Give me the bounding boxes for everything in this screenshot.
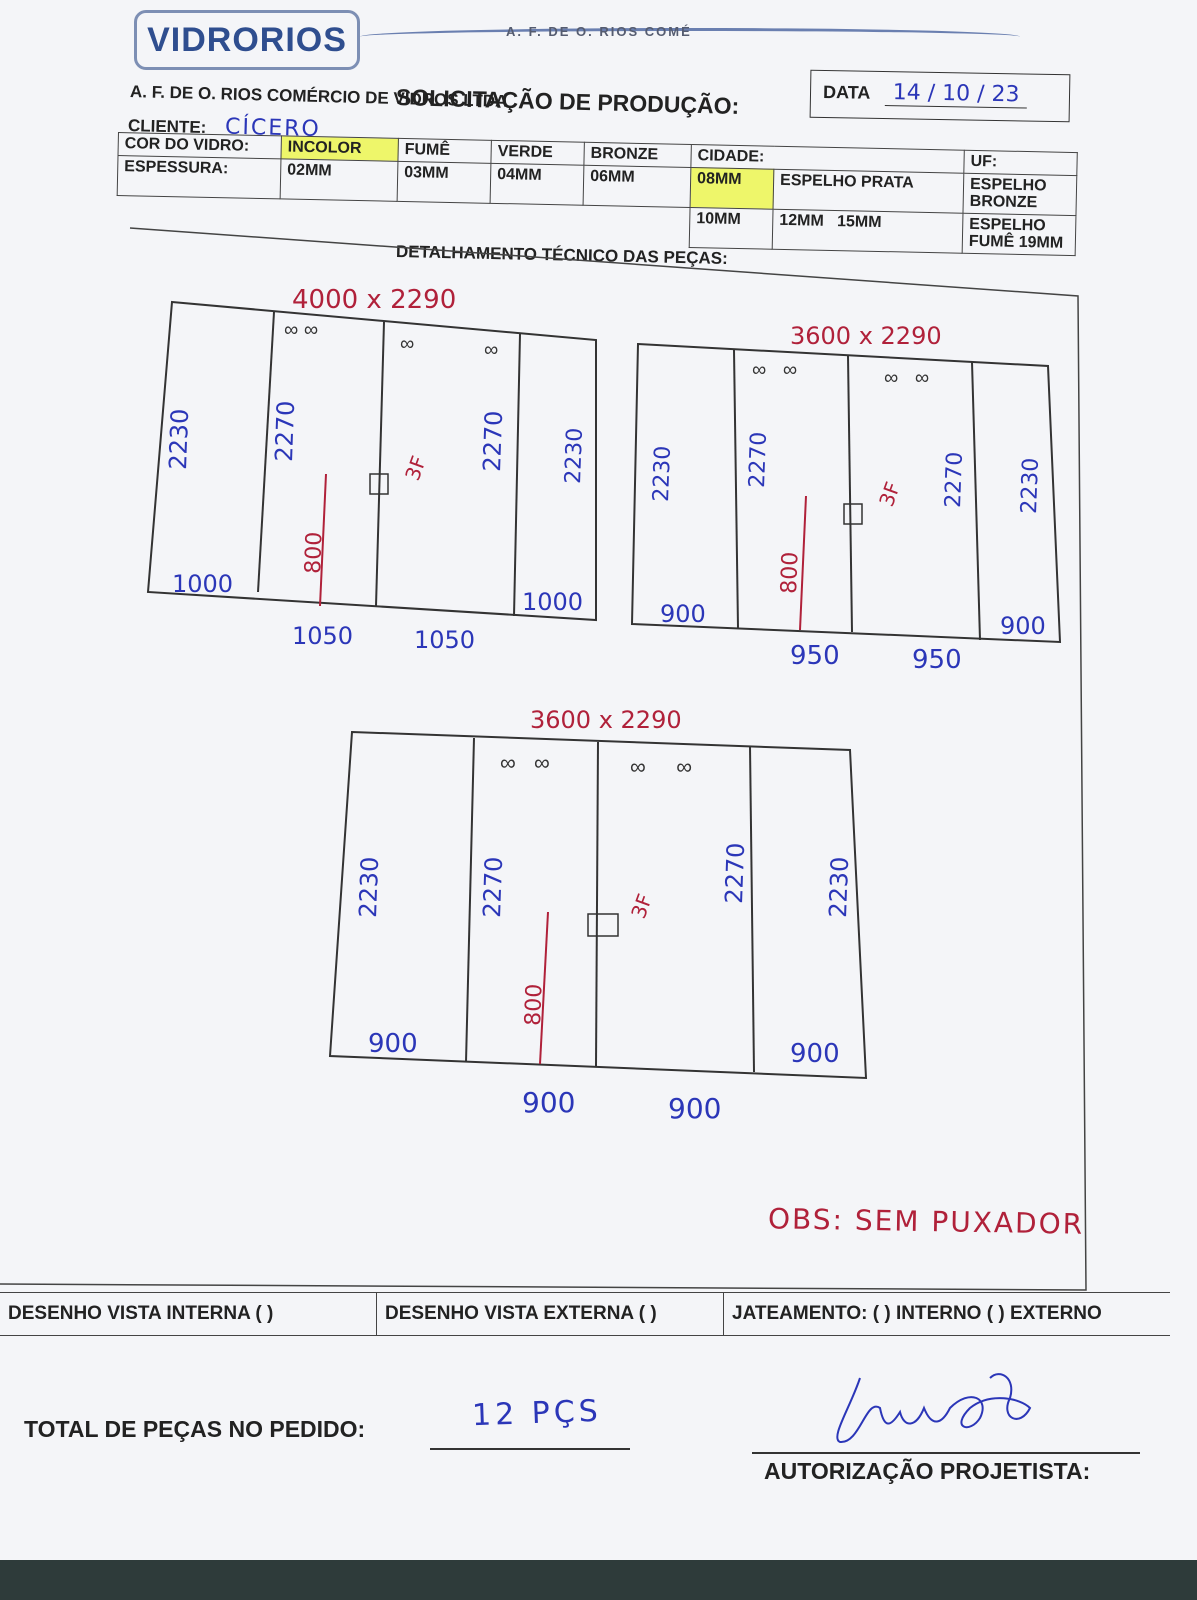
drawing-3-size: 3600 x 2290 xyxy=(530,706,682,734)
total-label: TOTAL DE PEÇAS NO PEDIDO: xyxy=(24,1416,366,1442)
lock-icon xyxy=(843,503,863,525)
drawing-2-size: 3600 x 2290 xyxy=(790,322,942,350)
lock-icon xyxy=(587,913,619,937)
drawing-3-bottom-width-1: 900 xyxy=(522,1086,575,1119)
observation-note: OBS: SEM PUXADOR xyxy=(767,1202,1085,1241)
drawing-2: 3600 x 2290 ∞ ∞ ∞ ∞ 2230 2270 2270 2230 … xyxy=(630,322,1062,675)
drawing-2-height-2: 2270 xyxy=(745,431,772,488)
drawing-1-bottom-width-1: 1050 xyxy=(292,622,353,650)
drawing-1-height-4: 2230 xyxy=(561,427,588,484)
drawing-2-height-4: 2230 xyxy=(1017,457,1044,514)
drawing-1-top-width-1: 1000 xyxy=(172,570,233,598)
drawing-2-height-3: 2270 xyxy=(941,451,968,508)
roller-icon: ∞ xyxy=(400,333,414,355)
drawing-1-mark: 3F xyxy=(400,453,431,484)
drawing-1-outline xyxy=(146,300,597,622)
drawing-3-handle-line xyxy=(539,911,549,1065)
header-arc-line xyxy=(360,28,1020,57)
drawing-2-handle-height: 800 xyxy=(777,551,803,594)
drawing-3-top-width-1: 900 xyxy=(368,1029,418,1059)
drawing-3-panel-line xyxy=(595,741,599,1067)
drawing-3-bottom-width-2: 900 xyxy=(668,1092,721,1125)
drawing-2-panel-line xyxy=(847,355,853,633)
drawing-3-height-1: 2230 xyxy=(354,856,384,918)
drawing-3-mark: 3F xyxy=(626,891,657,922)
external-view-option: DESENHO VISTA EXTERNA ( ) xyxy=(377,1293,724,1335)
drawing-3-height-4: 2230 xyxy=(824,856,854,918)
roller-icon: ∞ ∞ xyxy=(752,359,797,381)
drawing-1-top-width-2: 1000 xyxy=(522,588,583,616)
drawing-2-height-1: 2230 xyxy=(649,445,676,502)
view-options-row: DESENHO VISTA INTERNA ( ) DESENHO VISTA … xyxy=(0,1292,1170,1336)
drawing-3-panel-line xyxy=(749,745,755,1073)
drawing-1-height-3: 2270 xyxy=(478,410,508,472)
roller-icon: ∞ xyxy=(484,339,498,361)
drawing-3: 3600 x 2290 ∞ ∞ ∞ ∞ 2230 2270 2270 2230 … xyxy=(328,706,868,1125)
internal-view-option: DESENHO VISTA INTERNA ( ) xyxy=(0,1293,377,1335)
drawing-3-height-3: 2270 xyxy=(720,842,750,904)
drawing-1-handle-height: 800 xyxy=(301,531,327,574)
drawing-3-top-width-2: 900 xyxy=(790,1039,840,1069)
total-underline xyxy=(430,1448,630,1450)
drawing-area-frame xyxy=(0,227,1087,1291)
drawing-3-outline xyxy=(328,730,868,1080)
drawing-1: 4000 x 2290 ∞ ∞ ∞ ∞ 2230 2270 2270 2230 … xyxy=(146,285,597,654)
drawing-3-panel-line xyxy=(465,737,475,1063)
lock-icon xyxy=(369,473,389,495)
roller-icon: ∞ ∞ xyxy=(630,754,692,779)
signature-line xyxy=(752,1452,1140,1454)
drawing-2-handle-line xyxy=(799,495,807,631)
roller-icon: ∞ ∞ xyxy=(284,319,318,341)
drawing-2-panel-line xyxy=(733,349,739,629)
table-surface xyxy=(0,1560,1197,1600)
blasting-option: JATEAMENTO: ( ) INTERNO ( ) EXTERNO xyxy=(732,1303,1102,1324)
drawing-1-size: 4000 x 2290 xyxy=(292,285,456,315)
drawing-1-panel-line xyxy=(257,311,275,593)
drawing-1-panel-line xyxy=(375,321,385,607)
signature-mark xyxy=(836,1373,1032,1444)
drawing-3-height-2: 2270 xyxy=(478,856,508,918)
drawing-2-bottom-width-1: 950 xyxy=(790,641,840,671)
faded-header-text: A. F. DE O. RIOS COMÉ xyxy=(506,24,692,39)
total-value: 12 PÇS xyxy=(471,1393,603,1434)
drawing-2-mark: 3F xyxy=(874,479,905,510)
drawing-1-height-1: 2230 xyxy=(164,408,194,470)
drawing-1-handle-line xyxy=(319,473,327,607)
drawing-3-handle-height: 800 xyxy=(521,983,547,1026)
signature-label: AUTORIZAÇÃO PROJETISTA: xyxy=(764,1458,1091,1484)
technical-drawings: 4000 x 2290 ∞ ∞ ∞ ∞ 2230 2270 2270 2230 … xyxy=(0,227,1087,1291)
drawing-2-outline xyxy=(630,342,1062,644)
drawing-2-top-width-1: 900 xyxy=(660,600,706,628)
drawing-1-bottom-width-2: 1050 xyxy=(414,626,475,654)
drawing-1-panel-line xyxy=(513,333,521,617)
drawing-2-bottom-width-2: 950 xyxy=(912,645,962,675)
order-sheet: VIDRORIOS A. F. DE O. RIOS COMÉ DATA 14 … xyxy=(0,0,1197,1562)
drawing-2-panel-line xyxy=(971,361,981,641)
roller-icon: ∞ ∞ xyxy=(884,367,929,389)
drawing-2-top-width-2: 900 xyxy=(1000,612,1046,640)
vidrorios-logo: VIDRORIOS xyxy=(134,10,360,70)
roller-icon: ∞ ∞ xyxy=(500,750,550,775)
drawing-1-height-2: 2270 xyxy=(270,400,300,462)
